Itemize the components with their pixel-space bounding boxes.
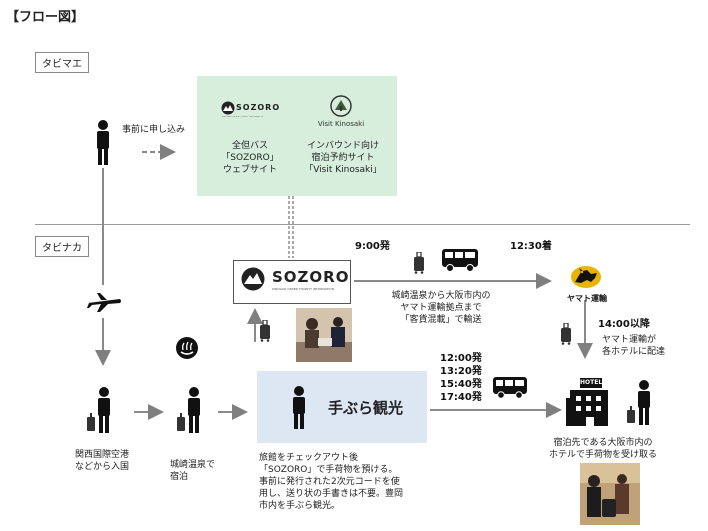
arrival-caption: 関西国際空港 などから入国 — [62, 449, 142, 473]
sozoro-web-caption-1: 全但バス — [231, 141, 268, 151]
yamato-logo-text: ヤマト運輸 — [567, 294, 607, 303]
visit-caption-2: 宿泊予約サイト — [311, 153, 375, 163]
visit-kinosaki-caption: インバウンド向け 宿泊予約サイト 「Visit Kinosaki」 — [298, 140, 388, 176]
visit-caption-1: インバウンド向け — [306, 141, 379, 151]
visit-caption-3: 「Visit Kinosaki」 — [304, 165, 382, 175]
kanko-caption-2: 「SOZORO」で手荷物を預ける。 — [259, 465, 398, 475]
sozoro-web-logo-text: SOZORO — [236, 103, 281, 112]
onsen-caption-2: 宿泊 — [170, 472, 189, 482]
page-title: 【フロー図】 — [6, 10, 85, 25]
kanko-caption-5: 市内を手ぶら観光。 — [259, 501, 341, 511]
phase-label-during: タビナカ — [35, 236, 89, 257]
kanko-caption: 旅館をチェックアウト後 「SOZORO」で手荷物を預ける。 事前に発行された2次… — [259, 452, 439, 512]
hotel-guest-icon — [627, 380, 650, 425]
airplane-icon — [87, 293, 121, 312]
bus-caption-1: 城崎温泉から大阪市内の — [391, 291, 491, 301]
sozoro-main-tagline: KINOSAKI ONSEN TOURIST INFORMATION — [272, 287, 334, 291]
bus-arrive-time: 12:30着 — [510, 241, 552, 252]
departure-time-4: 17:40発 — [440, 392, 482, 403]
bus-depart-time: 9:00発 — [355, 241, 390, 252]
hotel-handover-photo — [580, 463, 640, 525]
onsen-traveler-icon — [177, 387, 200, 433]
phase-label-before: タビマエ — [35, 52, 89, 73]
luggage-counter-photo — [296, 308, 352, 362]
kanko-caption-4: 用し、送り状の手書きは不要。豊岡 — [259, 489, 404, 499]
sozoro-main-logo-text: SOZORO — [272, 268, 350, 286]
hotel-caption-1: 宿泊先である大阪市内の — [553, 438, 653, 448]
sozoro-web-caption-3: ウェブサイト — [222, 165, 277, 175]
onsen-icon — [176, 337, 198, 359]
tebura-kanko-label: 手ぶら観光 — [328, 399, 404, 417]
bus-route-suitcase-icon — [414, 252, 424, 274]
bus-route-caption: 城崎温泉から大阪市内の ヤマト運輸拠点まで 「客貨混載」で輸送 — [376, 290, 506, 326]
bus-icon — [442, 249, 478, 272]
bus-caption-3: 「客貨混載」で輸送 — [400, 315, 482, 325]
yamato-cat-logo-icon — [571, 266, 601, 288]
hotel-building-icon — [566, 378, 608, 426]
person-icon — [97, 120, 109, 165]
sozoro-web-tagline: KINOSAKI ONSEN TOURIST INFORMATION — [222, 116, 264, 118]
web-services-box — [197, 76, 397, 196]
pre-apply-label: 事前に申し込み — [122, 125, 186, 135]
departure-time-1: 12:00発 — [440, 353, 482, 364]
afternoon-bus-icon — [493, 377, 527, 399]
hotel-sign-text: HOTEL — [580, 379, 603, 386]
visit-kinosaki-logo-icon — [330, 95, 352, 117]
departure-time-2: 13:20発 — [440, 366, 482, 377]
sozoro-main-logo-icon — [241, 267, 265, 291]
sozoro-web-caption: 全但バス 「SOZORO」 ウェブサイト — [208, 140, 292, 176]
kanko-caption-1: 旅館をチェックアウト後 — [259, 453, 359, 463]
visit-kinosaki-logo-text: Visit Kinosaki — [317, 120, 365, 128]
onsen-caption-1: 城崎温泉で — [170, 460, 216, 470]
yamato-time: 14:00以降 — [598, 319, 650, 330]
arrival-caption-2: などから入国 — [74, 462, 129, 472]
arrival-caption-1: 関西国際空港 — [74, 450, 129, 460]
traveler-with-luggage-icon — [87, 387, 110, 433]
tebura-kanko-box — [257, 371, 427, 443]
kanko-caption-3: 事前に発行された2次元コードを使 — [259, 477, 400, 487]
departure-time-3: 15:40発 — [440, 379, 482, 390]
yamato-caption-2: 各ホテルに配達 — [602, 347, 666, 357]
yamato-suitcase-icon — [561, 323, 571, 345]
kanko-person-icon — [293, 386, 305, 429]
suitcase-icon — [260, 320, 270, 342]
sozoro-logo-icon — [221, 101, 235, 115]
sozoro-web-caption-2: 「SOZORO」 — [221, 153, 279, 163]
bus-caption-2: ヤマト運輸拠点まで — [400, 303, 482, 313]
hotel-caption: 宿泊先である大阪市内の ホテルで手荷物を受け取る — [528, 437, 678, 461]
phase-divider — [35, 224, 690, 225]
yamato-caption-1: ヤマト運輸が — [602, 335, 657, 345]
onsen-caption: 城崎温泉で 宿泊 — [170, 459, 215, 483]
hotel-caption-2: ホテルで手荷物を受け取る — [548, 450, 657, 460]
yamato-caption: ヤマト運輸が 各ホテルに配達 — [602, 334, 665, 358]
departure-times: 12:00発 13:20発 15:40発 17:40発 — [440, 352, 482, 404]
